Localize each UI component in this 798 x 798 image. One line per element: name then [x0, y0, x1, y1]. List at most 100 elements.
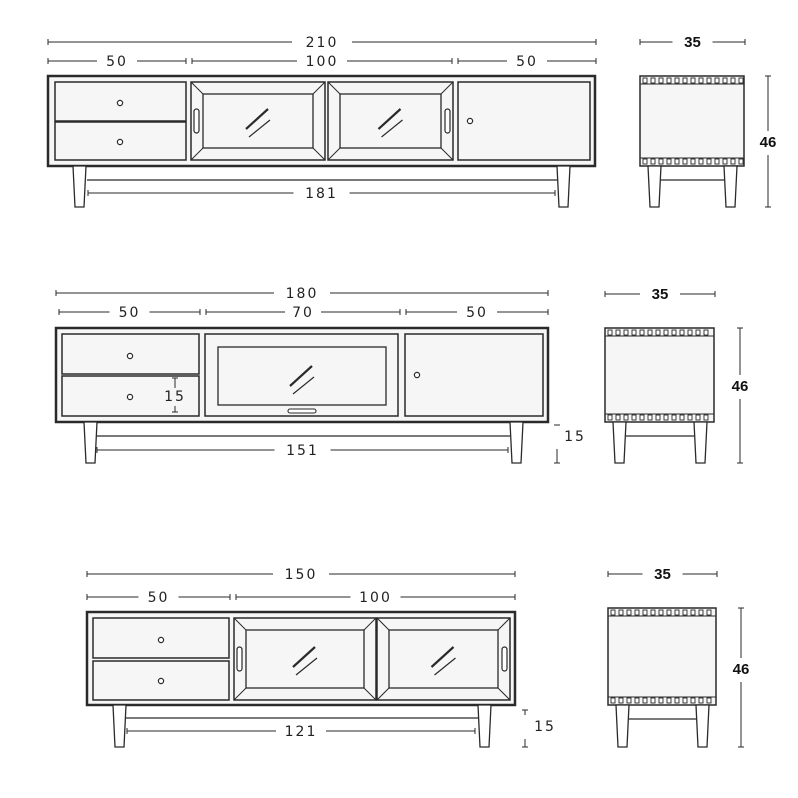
dovetail-joint — [698, 158, 704, 165]
dimension-label: 46 — [733, 661, 750, 678]
dovetail-joint — [682, 609, 688, 616]
dovetail-joint — [671, 414, 677, 421]
side-door — [404, 333, 544, 417]
dovetail-joint — [623, 329, 629, 336]
bevel-line — [312, 81, 326, 95]
door-handle-icon — [287, 408, 317, 414]
dovetail-joint — [647, 329, 653, 336]
dovetail-joint — [703, 329, 709, 336]
dovetail-joint — [615, 329, 621, 336]
glass-reflection-icon — [381, 119, 403, 138]
dovetail-joint — [682, 77, 688, 84]
dovetail-joint — [738, 77, 744, 84]
door-handle-icon — [236, 646, 243, 672]
knob-icon — [116, 138, 124, 146]
dovetail-joint — [706, 697, 712, 704]
glass-reflection-icon — [292, 376, 315, 395]
dovetail-joint — [615, 414, 621, 421]
bevel-line — [440, 81, 454, 95]
dovetail-joint — [666, 697, 672, 704]
dovetail-joint — [690, 609, 696, 616]
door-handle-icon — [444, 108, 451, 134]
glass-pane — [245, 629, 365, 689]
dovetail-joint — [698, 77, 704, 84]
dovetail-joint — [687, 414, 693, 421]
dovetail-joint — [623, 414, 629, 421]
dovetail-joint — [663, 329, 669, 336]
dovetail-joint — [663, 414, 669, 421]
dovetail-joint — [610, 697, 616, 704]
bevel-line — [190, 81, 204, 95]
bevel-line — [497, 617, 511, 631]
bevel-line — [233, 617, 247, 631]
dovetail-joint — [607, 414, 613, 421]
knob-icon — [157, 677, 165, 685]
glass-reflection-icon — [295, 657, 318, 676]
dovetail-joint — [631, 329, 637, 336]
leg — [83, 421, 98, 464]
dovetail-joint — [655, 329, 661, 336]
dovetail-joint — [634, 697, 640, 704]
dovetail-joint — [674, 158, 680, 165]
dovetail-joint — [666, 609, 672, 616]
dimension-label: 46 — [760, 134, 777, 151]
dovetail-joint — [658, 77, 664, 84]
bevel-line — [233, 687, 247, 701]
dimension-label: 181 — [305, 186, 338, 202]
dovetail-joint — [722, 158, 728, 165]
leg — [693, 421, 708, 464]
dimension-label: 50 — [148, 590, 170, 606]
dovetail-joint — [674, 77, 680, 84]
dovetail-joint — [666, 77, 672, 84]
knob-icon — [413, 371, 421, 379]
leg — [477, 704, 492, 748]
dimension-label: 35 — [684, 34, 701, 51]
dovetail-joint — [674, 609, 680, 616]
dovetail-joint — [618, 697, 624, 704]
dovetail-joint — [658, 609, 664, 616]
dovetail-joint — [682, 158, 688, 165]
bevel-line — [327, 147, 341, 161]
knob-icon — [466, 117, 474, 125]
dimension-label: 35 — [652, 286, 669, 303]
dovetail-joint — [631, 414, 637, 421]
dovetail-joint — [639, 329, 645, 336]
glass-pane — [202, 93, 314, 149]
dovetail-joint — [690, 697, 696, 704]
dovetail-joint — [714, 77, 720, 84]
dovetail-joint — [738, 158, 744, 165]
dimension-label: 15 — [564, 429, 586, 445]
dimension-label: 50 — [466, 305, 488, 321]
glass-pane — [388, 629, 499, 689]
dimension-label: 50 — [119, 305, 141, 321]
dovetail-joint — [650, 77, 656, 84]
dimension-label: 100 — [306, 54, 339, 70]
dovetail-joint — [730, 77, 736, 84]
bevel-line — [440, 147, 454, 161]
dovetail-joint — [695, 414, 701, 421]
bevel-line — [376, 617, 390, 631]
side-panel — [607, 607, 717, 706]
side-panel — [604, 327, 715, 423]
side-door — [457, 81, 591, 161]
dimension-label: 46 — [732, 378, 749, 395]
model-210-side: 35 46 — [639, 34, 777, 208]
[object SVGGElement]: 15 — [164, 389, 186, 405]
dovetail-joint — [658, 697, 664, 704]
dovetail-joint — [626, 697, 632, 704]
leg — [556, 165, 571, 208]
dovetail-joint — [687, 329, 693, 336]
dimension-label: 210 — [306, 35, 339, 51]
dimension-label: 150 — [285, 567, 318, 583]
dimension-label: 100 — [359, 590, 392, 606]
dimension-label: 70 — [292, 305, 314, 321]
door-handle-icon — [193, 108, 200, 134]
dovetail-joint — [698, 609, 704, 616]
bevel-line — [190, 147, 204, 161]
dovetail-joint — [647, 414, 653, 421]
dovetail-joint — [626, 609, 632, 616]
dovetail-joint — [650, 158, 656, 165]
